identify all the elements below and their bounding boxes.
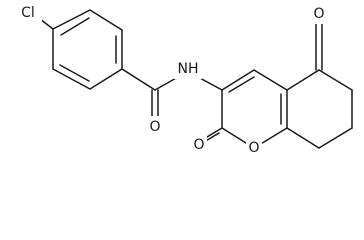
- bond-c3-c4-inner: [228, 76, 255, 93]
- atom-lactone-carbonyl-oxygen: O: [193, 137, 204, 153]
- bond-n-c3: [197, 76, 223, 91]
- bond-benzene-inner-1: [60, 17, 90, 36]
- bonds: [39, 9, 353, 149]
- atom-labels: Cl O NH O O O: [12, 3, 327, 157]
- bond-aryl-carbonyl: [121, 68, 156, 91]
- atom-chlorine: Cl: [21, 5, 35, 21]
- bond-benzene-1: [52, 9, 91, 30]
- atom-amide-oxygen: O: [149, 119, 160, 135]
- bond-benzene-inner-3: [59, 64, 90, 82]
- bond-cl-c1: [39, 18, 54, 30]
- bond-benzene-2: [89, 9, 123, 31]
- atom-amide-nitrogen: NH: [178, 61, 199, 77]
- bond-c5-c6: [318, 69, 353, 91]
- bond-carbonyl-n: [154, 76, 179, 91]
- bond-c8-c8a: [286, 127, 320, 149]
- molecule-structure: Cl O NH O O O: [12, 3, 353, 157]
- bond-c3-c4: [221, 69, 255, 91]
- structure-canvas: Cl O NH O O O: [12, 3, 353, 157]
- bond-c7-c8: [318, 127, 353, 149]
- atom-ring-oxygen: O: [248, 140, 259, 156]
- bond-c4a-c5: [286, 69, 320, 91]
- bond-lactone-co-a: [206, 127, 223, 138]
- bond-benzene-4: [89, 68, 123, 90]
- bond-c4-c4a: [253, 69, 288, 91]
- bond-benzene-5: [52, 68, 91, 90]
- atom-ketone-oxygen: O: [313, 6, 324, 22]
